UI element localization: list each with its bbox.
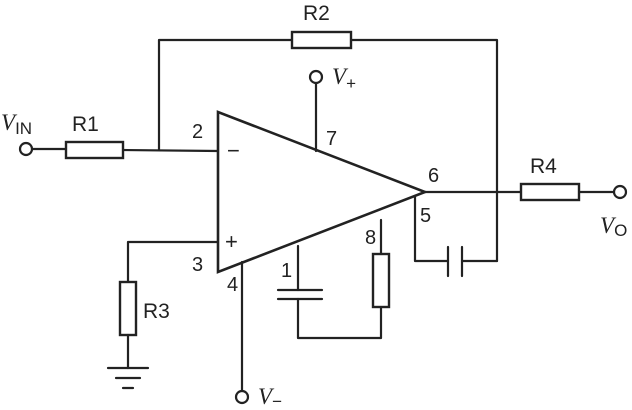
wire-r1-inv-input [120,148,220,153]
op-amp-body [216,110,429,274]
r3-label: R3 [143,300,170,323]
vin-label: VIN [1,110,32,138]
r2-resistor [290,30,353,50]
r1-label: R1 [72,113,99,136]
vin-terminal [18,141,34,157]
vo-terminal [612,184,628,200]
wire-pin5 [413,194,450,263]
pin-2-label: 2 [192,121,203,143]
pin-7-label: 7 [326,128,337,150]
vminus-terminal [234,389,250,405]
vplus-label: V+ [332,64,356,93]
r4-label: R4 [530,155,557,178]
vplus-terminal [308,69,324,85]
inverting-sign: − [227,138,240,163]
pin8-resistor [371,252,391,309]
pin-1-label: 1 [281,260,292,282]
pin-3-label: 3 [192,254,203,276]
wire-noninv-input [126,240,220,284]
vo-label: VO [600,213,627,240]
r4-resistor [519,182,581,202]
pin-6-label: 6 [428,165,439,187]
r3-resistor [118,280,138,337]
pin-5-label: 5 [420,205,431,227]
pin-8-label: 8 [365,227,376,249]
vminus-label: V− [258,384,282,410]
r2-label: R2 [303,2,330,25]
pin-4-label: 4 [227,274,238,296]
noninverting-sign: + [225,229,238,254]
r1-resistor [64,140,125,160]
wire-feedback-right [349,38,499,263]
wire-feedback-left [157,38,294,152]
wire-cap1-r8 [296,297,383,340]
